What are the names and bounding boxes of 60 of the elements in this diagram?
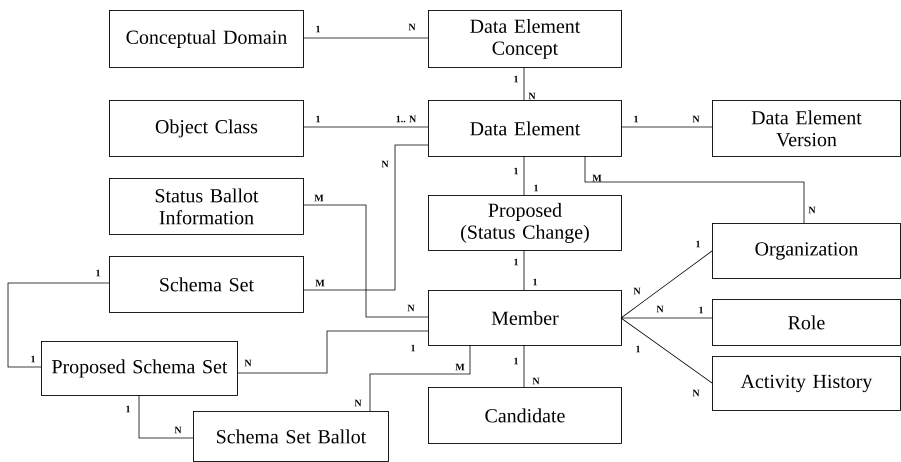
cardinality-label: N <box>354 400 362 406</box>
cardinality-label: M <box>314 194 324 202</box>
connector-line <box>138 394 194 438</box>
cardinality-label: 1 <box>699 306 703 314</box>
cardinality-label: 1 <box>514 76 518 82</box>
entity-box: Proposed Schema Set <box>41 341 238 396</box>
entity-box: Data Element Version <box>712 100 901 157</box>
cardinality-label: N <box>808 206 816 214</box>
entity-box: Proposed (Status Change) <box>428 195 622 251</box>
cardinality-label: 1.. N <box>396 116 416 122</box>
cardinality-label: 1 <box>411 344 415 352</box>
cardinality-label: N <box>692 390 700 396</box>
cardinality-label: N <box>382 160 388 168</box>
cardinality-label: 1 <box>514 258 518 266</box>
entity-box: Member <box>428 290 622 346</box>
cardinality-label: 1 <box>126 406 130 412</box>
connector-line <box>302 144 428 290</box>
cardinality-label: N <box>408 304 414 312</box>
entity-box: Status Ballot Information <box>109 178 304 235</box>
cardinality-label: 1 <box>514 168 518 174</box>
cardinality-label: N <box>656 306 664 312</box>
cardinality-label: 1 <box>514 358 518 364</box>
cardinality-label: N <box>692 116 700 122</box>
cardinality-label: N <box>408 24 416 30</box>
entity-box: Object Class <box>109 100 304 157</box>
cardinality-label: 1 <box>31 356 35 362</box>
entity-box: Conceptual Domain <box>109 10 304 68</box>
connector-line <box>370 344 470 412</box>
cardinality-label: 1 <box>316 26 320 32</box>
cardinality-label: 1 <box>696 240 700 248</box>
cardinality-label: 1 <box>634 116 638 122</box>
entity-box: Schema Set <box>109 256 304 313</box>
cardinality-label: N <box>174 426 182 434</box>
entity-box: Data Element <box>428 100 622 157</box>
connector-line <box>302 126 428 128</box>
cardinality-label: 1 <box>636 346 640 352</box>
cardinality-label: N <box>634 288 640 294</box>
connector-line <box>302 204 428 318</box>
cardinality-label: 1 <box>316 116 320 122</box>
cardinality-label: 1 <box>534 184 538 192</box>
cardinality-label: 1 <box>96 270 100 276</box>
entity-box: Schema Set Ballot <box>193 411 389 462</box>
connector-line <box>584 156 804 224</box>
entity-box: Data Element Concept <box>428 10 622 68</box>
cardinality-label: 1 <box>533 278 537 286</box>
entity-box: Role <box>712 299 901 346</box>
connector-line <box>620 126 712 128</box>
cardinality-label: M <box>315 280 324 286</box>
cardinality-label: M <box>592 174 602 182</box>
entity-box: Activity History <box>712 356 901 411</box>
connector-line <box>236 330 428 374</box>
entity-box: Candidate <box>428 387 622 444</box>
cardinality-label: N <box>532 378 540 384</box>
cardinality-label: N <box>244 360 252 366</box>
cardinality-label: M <box>455 364 464 370</box>
connector-line <box>620 250 712 318</box>
entity-box: Organization <box>712 223 901 279</box>
connector-line <box>8 282 110 368</box>
connector-line <box>620 318 712 384</box>
cardinality-label: N <box>528 92 536 100</box>
